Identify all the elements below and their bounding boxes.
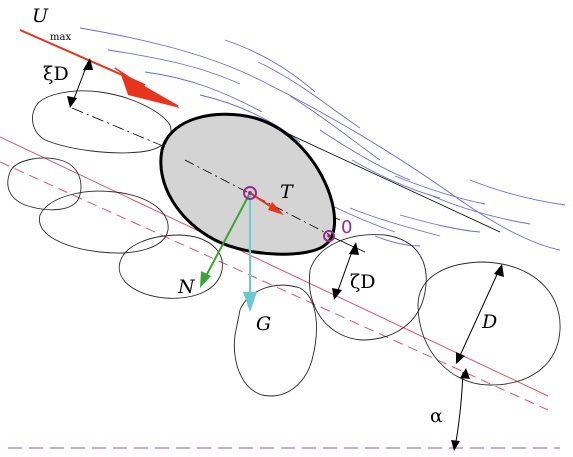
label-t: T — [280, 181, 294, 203]
label-n: N — [177, 276, 196, 298]
stone-under-main — [118, 234, 223, 299]
xi-d-dimension — [67, 58, 93, 108]
label-alpha: α — [430, 405, 443, 427]
stone-behind-pivot — [308, 234, 427, 341]
bed-slope-dashed-line — [0, 161, 549, 411]
label-xi-d: ξD — [43, 63, 69, 85]
top-tangent-line — [279, 129, 501, 233]
label-zero: 0 — [341, 217, 352, 238]
stone-left-lower — [39, 190, 169, 254]
label-d: D — [481, 311, 497, 333]
pivot-extension-line — [329, 235, 366, 253]
flow-velocity-arrow — [19, 29, 180, 108]
zeta-d-dimension — [332, 242, 359, 300]
label-u-max: U — [32, 5, 49, 27]
center-of-mass-dot — [248, 191, 252, 195]
stone-right — [417, 261, 561, 386]
pivot-point-marker — [323, 230, 335, 242]
stone-left — [7, 157, 82, 211]
label-g: G — [256, 313, 271, 335]
alpha-angle-marker — [451, 368, 470, 451]
force-n-arrow — [200, 192, 251, 288]
center-of-mass-marker — [243, 186, 257, 200]
d-dimension — [456, 264, 504, 364]
label-u-max-subscript: max — [50, 32, 71, 43]
main-stone — [159, 112, 337, 256]
force-t-arrow — [249, 192, 284, 215]
stone-bottom-middle — [233, 284, 317, 397]
label-zeta-d: ζD — [350, 271, 376, 293]
pivot-point-dot — [327, 234, 331, 238]
force-g-arrow — [243, 193, 257, 312]
flow-streamlines — [79, 27, 566, 251]
